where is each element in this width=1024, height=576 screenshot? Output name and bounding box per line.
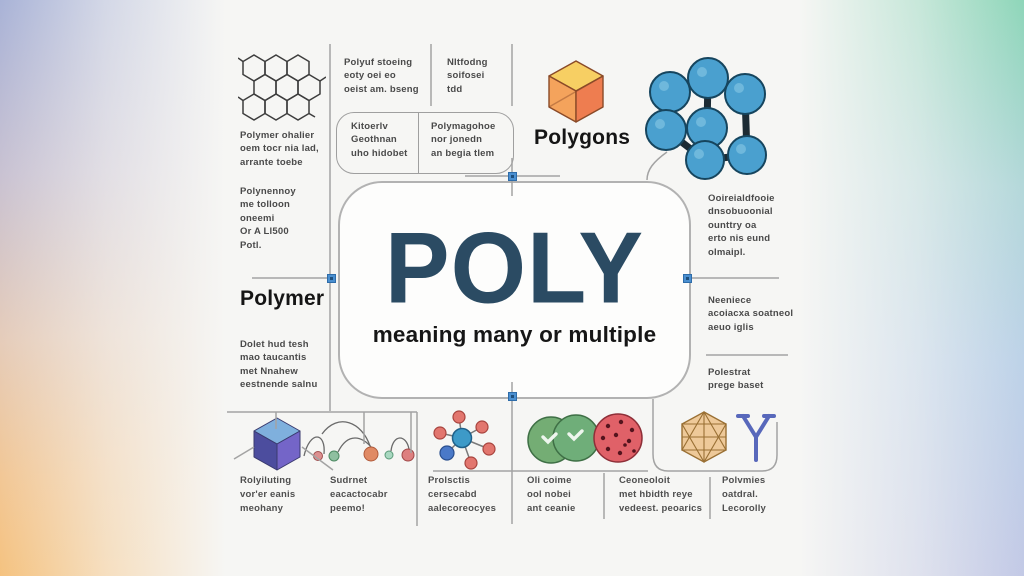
geodesic-sphere-icon xyxy=(681,410,727,464)
top-box-text-left: Kitoerlv Geothnan uho hidobet xyxy=(351,121,408,159)
caption-3: Prolsctis cersecabd aalecoreocyes xyxy=(428,475,497,514)
right-text-block-3: Polestrat prege baset xyxy=(708,367,764,392)
blue-molecule-cluster-icon xyxy=(645,57,767,180)
top-box-text-right: Polymagohoe nor jonedn an begia tlem xyxy=(431,121,496,159)
poly-title: POLY xyxy=(384,211,645,325)
node-left xyxy=(326,273,336,283)
top-box-cell-right: Polymagohoe nor jonedn an begia tlem xyxy=(419,113,513,173)
y-shape-icon xyxy=(736,414,776,462)
top-box-cell-left: Kitoerlv Geothnan uho hidobet xyxy=(337,113,419,173)
background-gradient-right xyxy=(789,0,1024,576)
caption-2: Sudrnet eacactocabr peemo! xyxy=(330,475,388,514)
left-text-block-1: Polymer ohalier oem tocr nia lad, arrant… xyxy=(240,130,319,168)
caption-5: Ceoneoloit met hbidth reye vedeest. peoa… xyxy=(619,475,703,514)
node-right xyxy=(682,273,692,283)
top-text-block-1: Polyuf stoeing eoty oei eo oeist am. bse… xyxy=(344,57,419,95)
polymer-chain-icon xyxy=(303,421,415,462)
right-text-block-2: Neeniece acoiacxa soatneol aeuo iglis xyxy=(708,295,794,333)
caption-4: Oli coime ool nobei ant ceanie xyxy=(527,475,576,514)
top-rounded-box: Kitoerlv Geothnan uho hidobet Polymagoho… xyxy=(336,112,514,174)
caption-6: Polvmies oatdral. Lecorolly xyxy=(722,475,767,514)
polymer-label: Polymer xyxy=(240,287,325,310)
hexagon-mesh-icon xyxy=(238,54,326,121)
left-text-block-2: Polynennoy me tolloon oneemi Or A Ll500 … xyxy=(240,186,296,251)
left-text-block-3: Dolet hud tesh mao taucantis met Nnahew … xyxy=(240,339,318,391)
central-poly-box: POLY meaning many or multiple xyxy=(338,181,691,399)
poly-subtitle: meaning many or multiple xyxy=(372,321,657,347)
caption-1: Rolyiluting vor'er eanis meohany xyxy=(240,475,296,514)
purple-cube-icon xyxy=(253,417,301,471)
background-gradient-left xyxy=(0,0,235,576)
top-text-block-2: Nltfodng soifosei tdd xyxy=(447,57,488,95)
right-text-block-1: Ooireialdfooie dnsobuoonial ounttry oa e… xyxy=(708,193,775,258)
molecule-icon xyxy=(433,410,496,470)
node-bottom xyxy=(507,391,517,401)
polygons-label: Polygons xyxy=(534,126,631,149)
orange-cube-icon xyxy=(548,60,604,123)
dotted-sphere-icon xyxy=(593,413,643,463)
node-top xyxy=(507,171,517,181)
